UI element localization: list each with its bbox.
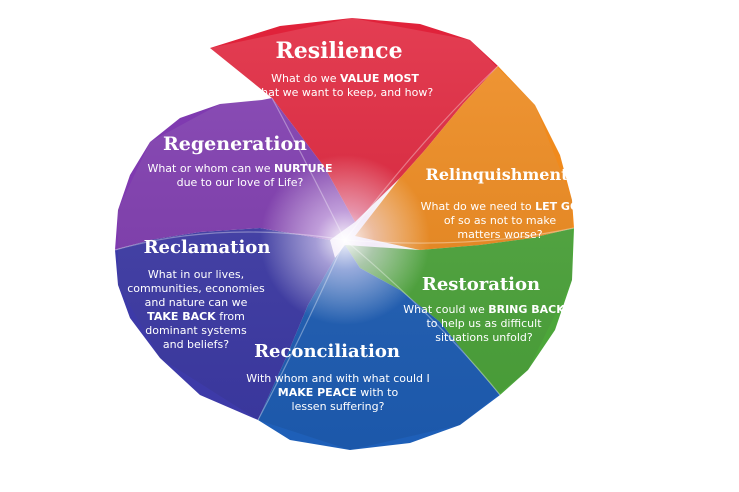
segment-separators [114, 65, 575, 421]
question-line-part: LET GO [535, 200, 579, 213]
question-line-part: What could we [403, 303, 488, 316]
question-line-part: situations unfold? [435, 331, 533, 344]
question-line-part: MAKE PEACE [278, 386, 357, 399]
question-line-part: What in our lives, [148, 268, 244, 281]
question-line-part: lessen suffering? [292, 400, 385, 413]
question-reclamation: What in our lives,communities, economies… [127, 268, 265, 351]
question-line-part: and beliefs? [163, 338, 229, 351]
title-reclamation: Reclamation [144, 237, 271, 258]
question-line-part: What do we [271, 72, 340, 85]
title-restoration: Restoration [422, 274, 540, 295]
question-line-part: that we want to keep, and how? [257, 86, 434, 99]
title-resilience: Resilience [275, 38, 402, 64]
title-regeneration: Regeneration [163, 133, 307, 155]
question-line-part: With whom and with what could I [246, 372, 429, 385]
question-line-part: What or whom can we [147, 162, 274, 175]
title-relinquishment: Relinquishment [426, 165, 570, 184]
question-line-part: dominant systems [145, 324, 247, 337]
question-line-part: from [216, 310, 245, 323]
question-line-part: with to [357, 386, 399, 399]
question-line-part: and nature can we [145, 296, 248, 309]
question-line-part: VALUE MOST [340, 72, 419, 85]
question-line-part: due to our love of Life? [177, 176, 304, 189]
question-line-part: NURTURE [274, 162, 333, 175]
question-line-part: communities, economies [127, 282, 265, 295]
question-line-part: What do we need to [421, 200, 535, 213]
question-line-part: BRING BACK [488, 303, 565, 316]
center-glow [260, 155, 430, 325]
question-line-part: TAKE BACK [147, 310, 216, 323]
question-line-part: to help us as difficult [426, 317, 542, 330]
question-line-part: of so as not to make [444, 214, 557, 227]
question-line-part: matters worse? [457, 228, 542, 241]
title-reconciliation: Reconciliation [254, 341, 400, 362]
